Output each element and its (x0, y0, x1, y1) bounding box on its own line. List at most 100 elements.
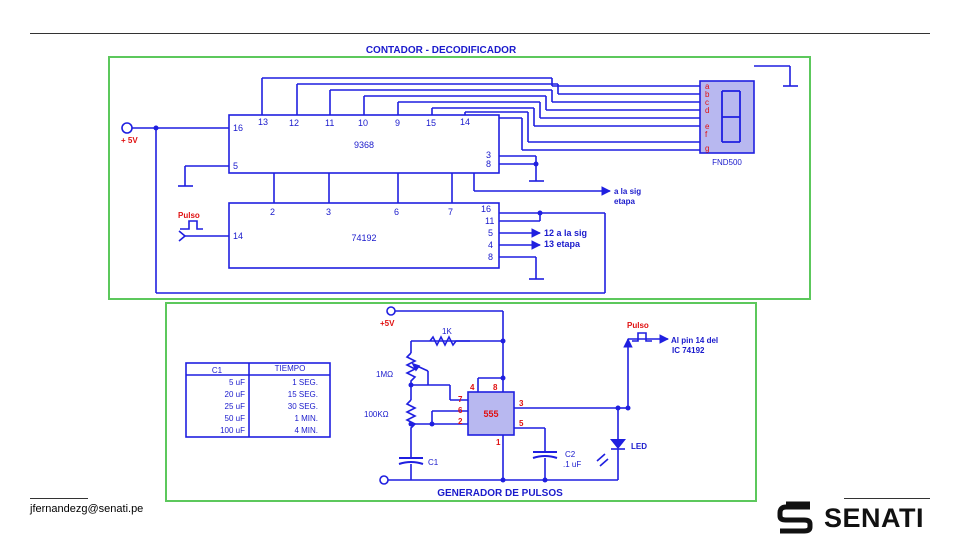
table-cell: 25 uF (225, 402, 246, 411)
pin-label: 6 (458, 406, 463, 415)
segment-c: c (705, 98, 709, 107)
output-label-2: IC 74192 (672, 346, 705, 355)
generator-supply-label: +5V (380, 319, 395, 328)
resistor-1k (411, 335, 470, 347)
pin-label: 8 (486, 159, 491, 169)
senati-logo-icon (777, 501, 813, 534)
pin-label: 8 (493, 383, 498, 392)
next-stage-label-3: 12 a la sig (544, 228, 587, 238)
next-stage-label-1: a la sig (614, 187, 641, 196)
pin-label: 13 (258, 117, 268, 127)
pin-label: 10 (358, 118, 368, 128)
ic-555-label: 555 (483, 409, 498, 419)
r1m-label: 1MΩ (376, 370, 393, 379)
counter-wiring (132, 65, 798, 294)
pin-label: 7 (458, 395, 463, 404)
pin-label: 8 (488, 252, 493, 262)
table-cell: 30 SEG. (288, 402, 318, 411)
pin-label: 4 (488, 240, 493, 250)
generator-wiring (386, 310, 669, 481)
c2-value-label: .1 uF (563, 460, 581, 469)
generator-pulse-label: Pulso (627, 321, 649, 330)
segment-b: b (705, 90, 710, 99)
table-cell: 5 uF (229, 378, 245, 387)
counter-supply-label: + 5V (121, 136, 138, 145)
segment-e: e (705, 122, 710, 131)
table-cell: 15 SEG. (288, 390, 318, 399)
c1-label: C1 (428, 458, 439, 467)
pin-label: 1 (496, 438, 501, 447)
r100k-label: 100KΩ (364, 410, 389, 419)
pin-label: 2 (458, 417, 463, 426)
pin-label: 11 (325, 118, 334, 128)
senati-logo: SENATI (774, 501, 924, 535)
table-cell: 1 SEG. (292, 378, 318, 387)
counter-title: CONTADOR - DECODIFICADOR (366, 45, 517, 56)
generator-junctions (408, 338, 631, 483)
counter-pulse-label: Pulso (178, 211, 200, 220)
pin-label: 9 (395, 118, 400, 128)
display-name: FND500 (712, 158, 742, 167)
chip-74192-pin-labels: 2 3 6 7 14 16 11 5 4 8 (233, 204, 494, 262)
pin-label: 3 (486, 150, 491, 160)
next-stage-label-2: etapa (614, 197, 635, 206)
output-label-1: Al pin 14 del (671, 336, 718, 345)
pin-label: 15 (426, 118, 436, 128)
junction-dot (153, 125, 159, 131)
pin-label: 16 (481, 204, 491, 214)
supply-terminal (121, 122, 133, 134)
table-header-tiempo: TIEMPO (275, 364, 306, 373)
generator-supply-terminal (386, 306, 396, 316)
display-segments-glyph (721, 90, 741, 143)
table-cell: 50 uF (225, 414, 246, 423)
generator-title: GENERADOR DE PULSOS (437, 488, 563, 499)
pin-label: 5 (488, 228, 493, 238)
footer-rule-right (844, 498, 930, 499)
chip-74192-name: 74192 (351, 233, 376, 243)
table-cell: 4 MIN. (294, 426, 318, 435)
pin-label: 7 (448, 207, 453, 217)
segment-f: f (705, 130, 708, 139)
pin-label: 12 (289, 118, 299, 128)
table-cell: 100 uF (220, 426, 245, 435)
resistor-1m (405, 352, 417, 400)
led-symbol (610, 439, 626, 449)
chip-9368-pin-labels: 13 12 11 10 9 15 14 16 5 3 8 (233, 117, 491, 171)
ic-555 (467, 391, 515, 436)
counter-panel (108, 56, 811, 300)
pin-label: 6 (394, 207, 399, 217)
pin-label: 14 (233, 231, 243, 241)
ic-555-pin-labels: 4 8 7 6 2 3 5 1 (458, 383, 524, 447)
table-header-c1: C1 (212, 366, 223, 375)
ground-terminal (379, 475, 389, 485)
top-rule (30, 33, 930, 34)
junction-dot (533, 161, 539, 167)
table-body: 5 uF 1 SEG. 20 uF 15 SEG. 25 uF 30 SEG. … (220, 378, 318, 435)
footer-email[interactable]: jfernandezg@senati.pe (30, 503, 144, 515)
led-label: LED (631, 442, 647, 451)
junction-dot (537, 210, 543, 216)
pin-label: 4 (470, 383, 475, 392)
pin-label: 14 (460, 117, 470, 127)
chip-9368-name: 9368 (354, 140, 374, 150)
table-cell: 1 MIN. (294, 414, 318, 423)
senati-logo-text: SENATI (824, 502, 925, 533)
next-stage-label-4: 13 etapa (544, 239, 581, 249)
segment-d: d (705, 106, 709, 115)
table-cell: 20 uF (225, 390, 246, 399)
pin-label: 3 (326, 207, 331, 217)
pin-label: 2 (270, 207, 275, 217)
r1k-label: 1K (442, 327, 452, 336)
pin-label: 3 (519, 399, 524, 408)
generator-panel (165, 302, 757, 502)
pin-label: 16 (233, 123, 243, 133)
pin-label: 11 (485, 216, 494, 226)
resistor-100k (405, 399, 417, 436)
pin-label: 5 (519, 419, 524, 428)
display-segment-labels: a b c d e f g (705, 82, 710, 153)
segment-g: g (705, 144, 709, 153)
footer-rule-left (30, 498, 88, 499)
segment-a: a (705, 82, 710, 91)
timing-table: C1 TIEMPO 5 uF 1 SEG. 20 uF 15 SEG. 25 u… (185, 362, 331, 438)
